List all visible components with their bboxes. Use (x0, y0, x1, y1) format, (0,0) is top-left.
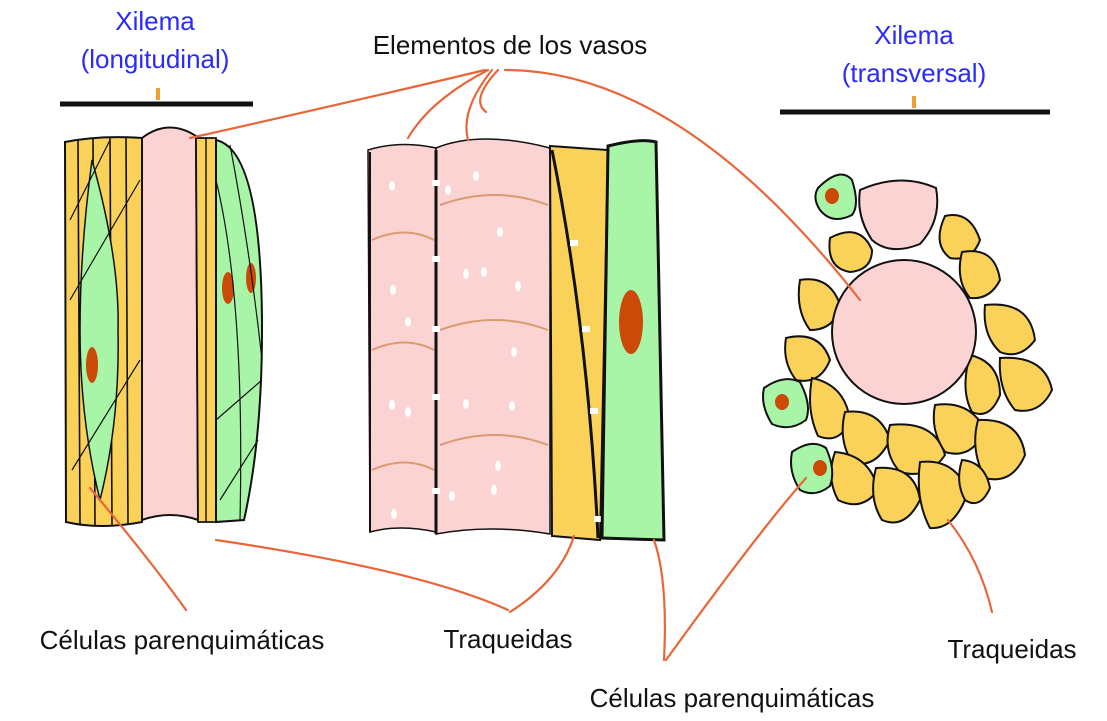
vessel-element-longitudinal (142, 127, 198, 520)
vessel-detail-panel (368, 139, 664, 540)
label-vessel-elements: Elementos de los vasos (373, 30, 648, 60)
label-tracheids-right: Traqueidas (947, 634, 1076, 664)
transversal-title-line1: Xilema (874, 20, 954, 50)
nucleus-left (86, 347, 98, 383)
vessel-element-1 (368, 144, 436, 532)
nucleus-right-2 (246, 263, 256, 293)
tracheid-strip (550, 146, 608, 540)
longitudinal-xylem-panel: Xilema (longitudinal) (60, 6, 262, 526)
vessel-element-2 (436, 139, 550, 534)
longitudinal-title-line1: Xilema (115, 6, 195, 36)
label-tracheids-center: Traqueidas (443, 624, 572, 654)
large-vessel-cross-section (832, 260, 976, 404)
label-parenchyma-bottom: Células parenquimáticas (590, 683, 875, 713)
transversal-xylem-panel: Xilema (transversal) (763, 20, 1052, 528)
nucleus-center (619, 290, 643, 354)
label-parenchyma-left: Células parenquimáticas (40, 625, 325, 655)
transversal-title-line2: (transversal) (842, 58, 986, 88)
small-vessel-cross-section (859, 180, 937, 249)
longitudinal-title-line2: (longitudinal) (81, 44, 230, 74)
